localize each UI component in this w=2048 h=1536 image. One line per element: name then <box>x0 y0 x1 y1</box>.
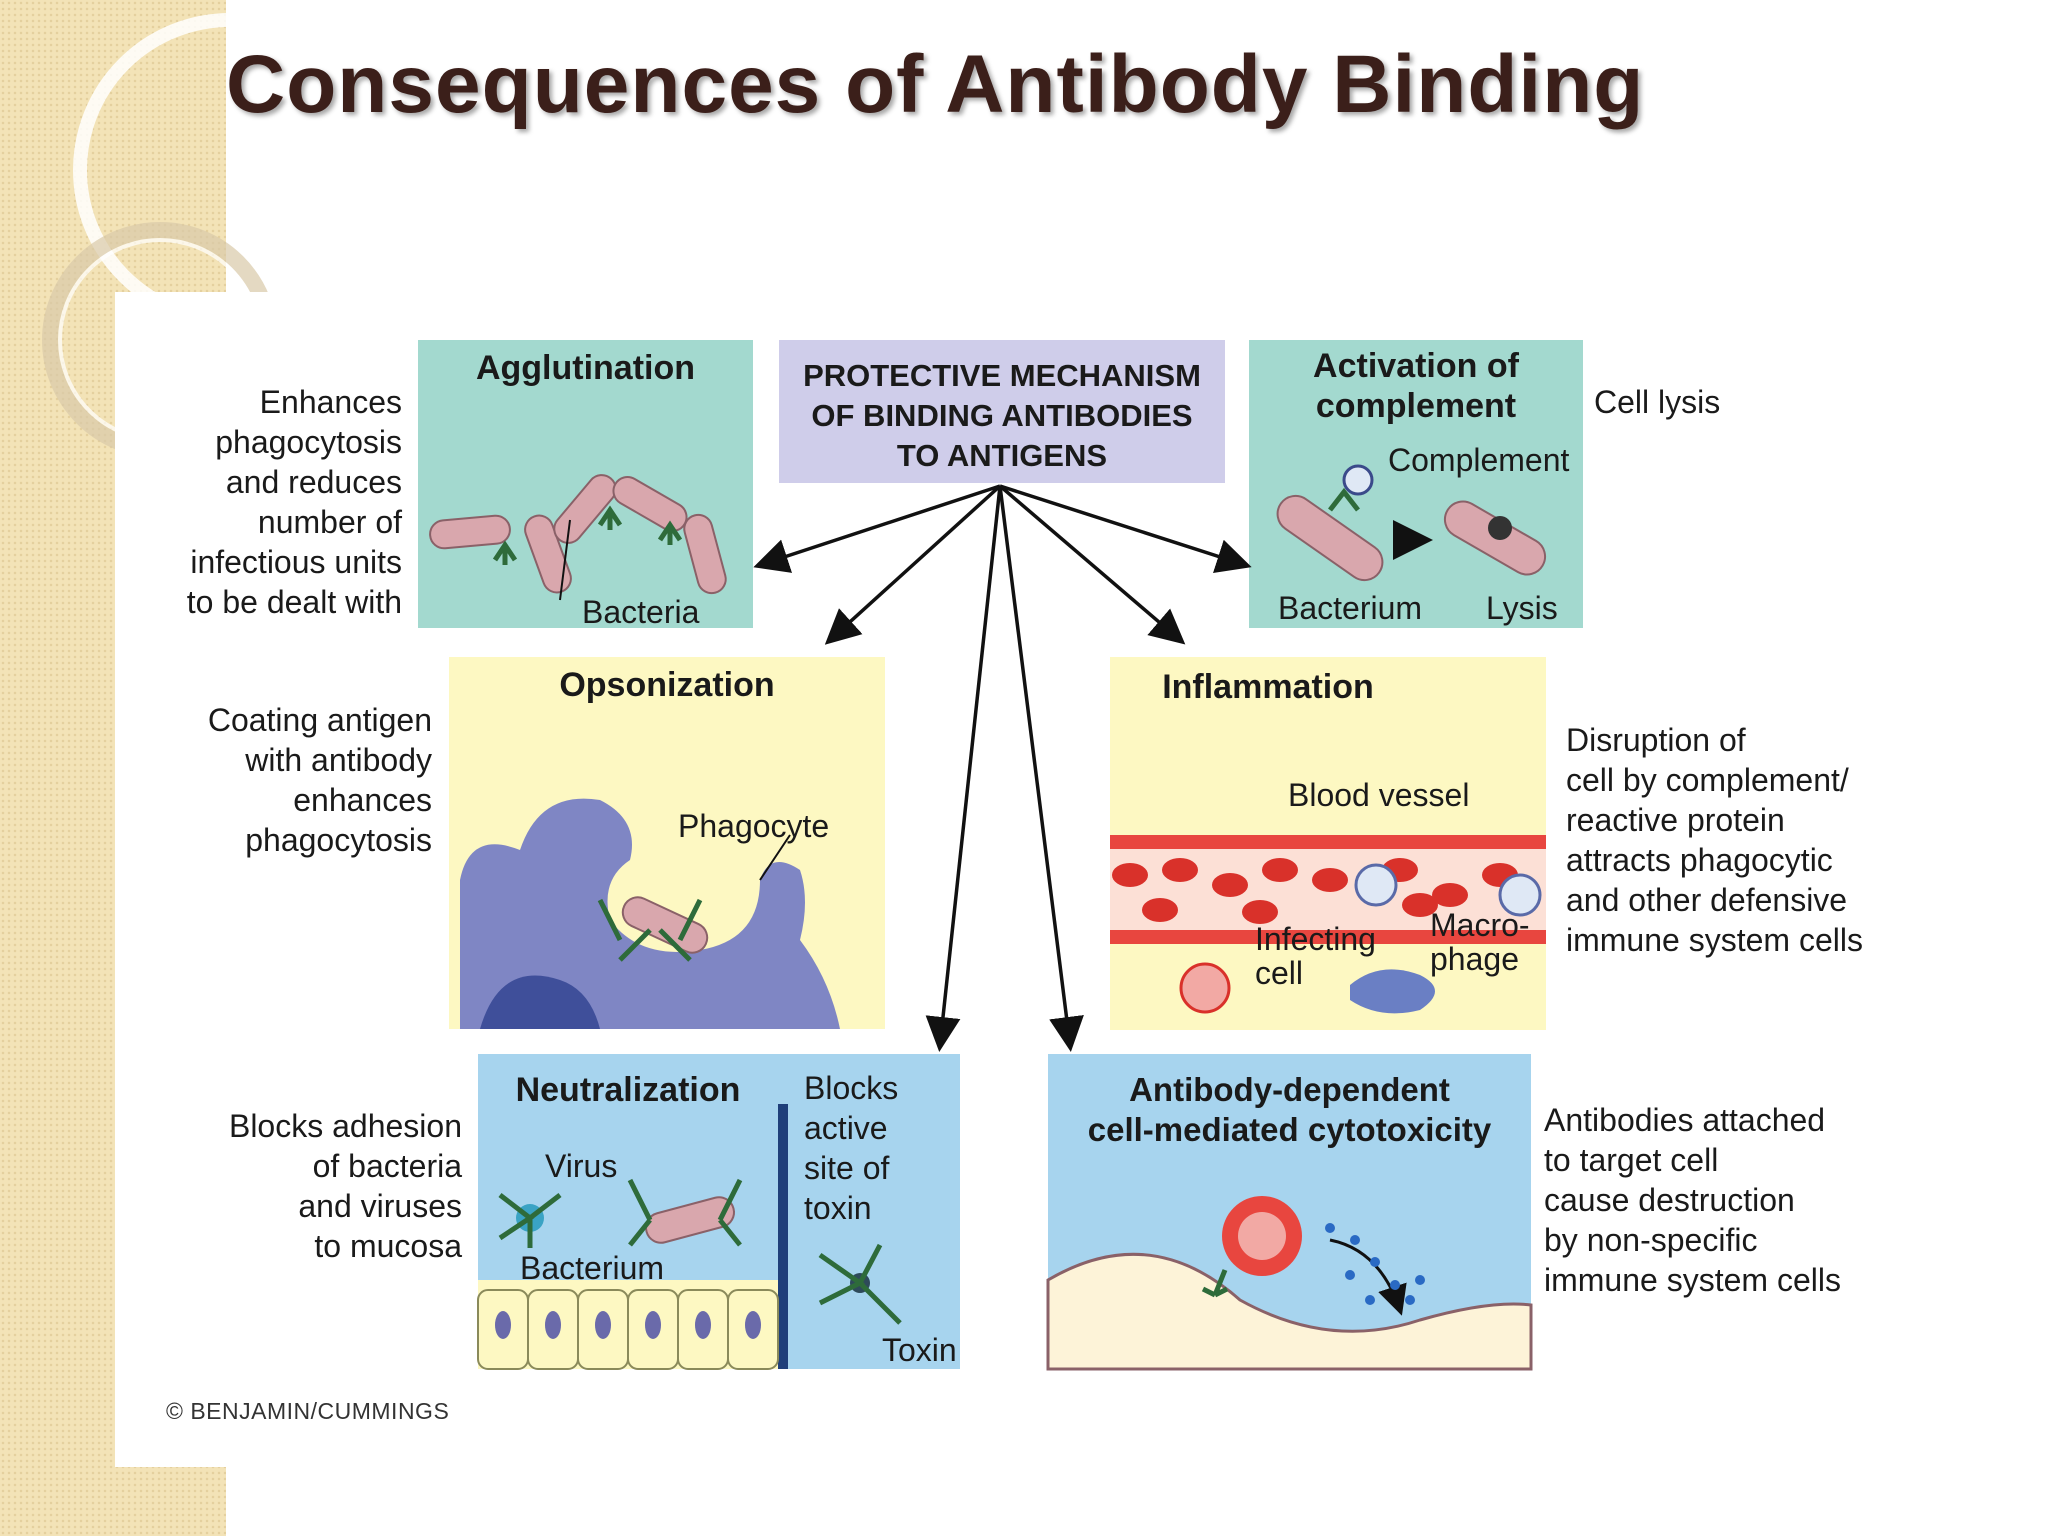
agglutination-panel <box>418 340 753 628</box>
adcc-box: Antibody-dependent cell-mediated cytotox… <box>1048 1054 1531 1154</box>
opsonization-description: Coating antigen with antibody enhances p… <box>207 702 432 858</box>
label-lysis: Lysis <box>1486 590 1558 626</box>
center-arrows <box>753 484 1252 1052</box>
label-blocks-toxin: Blocks active site of toxin <box>804 1070 899 1226</box>
complement-box: Activation of complement <box>1249 340 1583 628</box>
adcc-panel <box>1046 1054 1533 1371</box>
label-blood-vessel: Blood vessel <box>1288 777 1470 813</box>
label-macrophage: Macro- phage <box>1430 907 1530 977</box>
complement-panel <box>1249 340 1583 628</box>
neutralization-title: Neutralization <box>515 1071 741 1109</box>
inflammation-description: Disruption of cell by complement/ reacti… <box>1566 722 1863 958</box>
neutralization-panel <box>477 1054 960 1370</box>
complement-description: Cell lysis <box>1594 384 1721 420</box>
center-mechanism-box: PROTECTIVE MECHANISM OF BINDING ANTIBODI… <box>779 340 1225 483</box>
adcc-title: Antibody-dependent cell-mediated cytotox… <box>1087 1071 1492 1148</box>
label-bacterium-complement: Bacterium <box>1278 590 1423 626</box>
inflammation-panel <box>1110 657 1546 1030</box>
label-bacterium-neutralization: Bacterium <box>520 1250 665 1286</box>
opsonization-title: Opsonization <box>559 666 775 704</box>
neutralization-box: Neutralization <box>478 1054 778 1134</box>
agglutination-box: Agglutination <box>418 340 753 628</box>
label-virus: Virus <box>545 1148 618 1184</box>
inflammation-box: Inflammation <box>1110 657 1546 1030</box>
opsonization-panel <box>449 657 885 1029</box>
label-phagocyte: Phagocyte <box>678 808 830 844</box>
label-toxin: Toxin <box>882 1332 957 1368</box>
neutralization-description: Blocks adhesion of bacteria and viruses … <box>228 1108 462 1264</box>
agglutination-title: Agglutination <box>475 349 696 387</box>
complement-title: Activation of complement <box>1313 347 1519 425</box>
copyright-credit: © BENJAMIN/CUMMINGS <box>166 1398 450 1424</box>
adcc-description: Antibodies attached to target cell cause… <box>1544 1102 1841 1298</box>
label-infecting-cell: Infecting cell <box>1255 921 1376 991</box>
agglutination-description: Enhances phagocytosis and reduces number… <box>186 384 402 620</box>
opsonization-box: Opsonization <box>449 657 885 1029</box>
inflammation-title: Inflammation <box>1162 668 1374 706</box>
diagram-card <box>115 292 1920 1467</box>
label-complement: Complement <box>1388 442 1570 478</box>
label-bacteria: Bacteria <box>582 594 700 630</box>
slide-title: Consequences of Antibody Binding <box>226 39 1645 130</box>
